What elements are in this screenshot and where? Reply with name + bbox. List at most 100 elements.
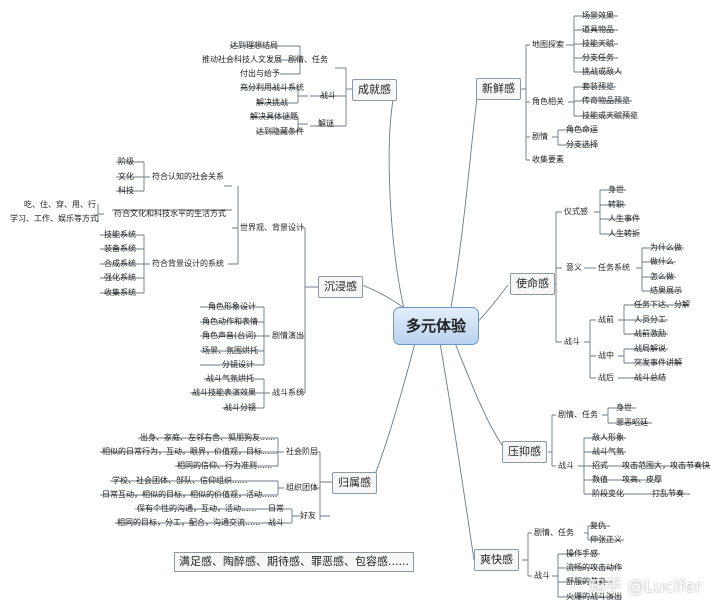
belonging-daily[interactable]: 日常 — [268, 504, 284, 513]
achievement-combat[interactable]: 战斗 — [320, 91, 336, 100]
belonging-daily-text[interactable]: 保有个性的沟通，互动，活动...... — [137, 504, 257, 513]
branch-achievement[interactable]: 成就感 — [352, 79, 397, 101]
branch-belonging[interactable]: 归属感 — [332, 472, 377, 494]
oppression-combat-item[interactable]: 敌人形象 — [592, 433, 624, 442]
mission-post-battle[interactable]: 战后 — [598, 373, 614, 382]
mission-ritual-item[interactable]: 人生事件 — [608, 214, 640, 223]
branch-immersion[interactable]: 沉浸感 — [318, 276, 363, 298]
immersion-social[interactable]: 符合认知的社会关系 — [152, 172, 224, 181]
oppression-moves-desc[interactable]: 攻击范围大，攻击节奏快 — [622, 461, 710, 470]
mission-quest-item[interactable]: 做什么 — [650, 257, 674, 266]
novelty-character-item[interactable]: 传奇物品预览 — [582, 96, 630, 105]
belonging-social-item[interactable]: 相似的日常行为，互动，眼界，价值观，目标...... — [102, 447, 278, 456]
immersion-worldview[interactable]: 世界观、背景设计 — [240, 223, 304, 232]
novelty-character[interactable]: 角色相关 — [532, 97, 564, 106]
achievement-plot-item[interactable]: 推动社会科技人文发展 — [202, 55, 282, 64]
exhilaration-plot-item[interactable]: 复仇 — [590, 521, 606, 530]
immersion-combat-item[interactable]: 战斗气氛烘托 — [206, 374, 254, 383]
exhilaration-combat[interactable]: 战斗 — [534, 571, 550, 580]
mission-meaning[interactable]: 意义 — [566, 263, 582, 272]
exhilaration-combat-item[interactable]: 流畅的攻击动作 — [566, 563, 622, 572]
novelty-story[interactable]: 剧情 — [532, 132, 548, 141]
belonging-combat-text[interactable]: 相同的目标，分工，配合，沟通交流...... — [117, 518, 261, 527]
immersion-lifestyle-item[interactable]: 吃、住、穿、用、行 — [24, 200, 96, 209]
novelty-collection[interactable]: 收集要素 — [532, 155, 564, 164]
achievement-puzzle[interactable]: 解谜 — [318, 119, 334, 128]
achievement-plot-task[interactable]: 剧情、任务 — [288, 55, 328, 64]
immersion-lifestyle[interactable]: 符合文化和科技水平的生活方式 — [114, 209, 226, 218]
novelty-map-item[interactable]: 场景效果 — [582, 11, 614, 20]
oppression-stats[interactable]: 数值 — [592, 475, 608, 484]
immersion-combat-item[interactable]: 战斗技能表演效果 — [192, 388, 256, 397]
central-topic[interactable]: 多元体验 — [393, 307, 479, 345]
branch-oppression[interactable]: 压抑感 — [502, 441, 547, 463]
mission-pre-battle-item[interactable]: 人员分工 — [634, 315, 666, 324]
immersion-systems[interactable]: 符合背景设计的系统 — [152, 259, 224, 268]
mission-mid-battle[interactable]: 战中 — [598, 351, 614, 360]
mission-ritual-item[interactable]: 人生转折 — [608, 229, 640, 238]
immersion-cinematics[interactable]: 剧情演出 — [272, 331, 304, 340]
immersion-system-item[interactable]: 强化系统 — [104, 273, 136, 282]
novelty-character-item[interactable]: 技能或天赋预览 — [582, 111, 638, 120]
mission-quest-item[interactable]: 为什么做 — [650, 243, 682, 252]
exhilaration-combat-item[interactable]: 舒服的节奏 — [566, 577, 606, 586]
belonging-combat[interactable]: 战斗 — [268, 518, 284, 527]
immersion-system-item[interactable]: 技能系统 — [104, 230, 136, 239]
novelty-map-item[interactable]: 分支任务 — [582, 53, 614, 62]
belonging-organization[interactable]: 组织团体 — [286, 483, 318, 492]
oppression-phases[interactable]: 阶段变化 — [592, 489, 624, 498]
belonging-social-item[interactable]: 相同的信仰、行为准则...... — [177, 461, 273, 470]
achievement-combat-item[interactable]: 解决挑战 — [256, 98, 288, 107]
mission-combat[interactable]: 战斗 — [564, 337, 580, 346]
mission-quest-item[interactable]: 结果展示 — [650, 286, 682, 295]
branch-mission[interactable]: 使命感 — [510, 273, 555, 295]
immersion-cinematics-item[interactable]: 分镜设计 — [222, 360, 254, 369]
novelty-map-item[interactable]: 技能天赋 — [582, 39, 614, 48]
mission-ritual-item[interactable]: 身世 — [608, 185, 624, 194]
branch-exhilaration[interactable]: 爽快感 — [474, 549, 519, 571]
immersion-cinematics-item[interactable]: 场景、氛围烘托 — [202, 346, 258, 355]
mission-mid-battle-item[interactable]: 战局解说 — [634, 344, 666, 353]
novelty-map-exploration[interactable]: 地图探索 — [532, 40, 564, 49]
novelty-character-item[interactable]: 套装预览 — [582, 82, 614, 91]
oppression-plot-task[interactable]: 剧情、任务 — [558, 410, 598, 419]
exhilaration-combat-item[interactable]: 操作手感 — [566, 549, 598, 558]
summary-feelings[interactable]: 满足感、陶醉感、期待感、罪恶感、包容感...... — [174, 552, 414, 572]
oppression-stats-desc[interactable]: 攻高、皮厚 — [622, 475, 662, 484]
belonging-organization-item[interactable]: 学校、社会团体、部队、信仰组织...... — [112, 476, 248, 485]
mission-pre-battle-item[interactable]: 战前激励 — [634, 329, 666, 338]
belonging-social-item[interactable]: 出身、家庭、左邻右舍、狐朋狗友...... — [140, 433, 276, 442]
mission-quest-system[interactable]: 任务系统 — [598, 263, 630, 272]
immersion-system-item[interactable]: 合成系统 — [104, 259, 136, 268]
achievement-plot-item[interactable]: 达到理想结局 — [230, 41, 278, 50]
oppression-combat-item[interactable]: 战斗气氛 — [592, 447, 624, 456]
belonging-friends[interactable]: 好友 — [300, 511, 316, 520]
immersion-lifestyle-item[interactable]: 学习、工作、娱乐等方式 — [10, 214, 98, 223]
mission-mid-battle-item[interactable]: 突发事件讲解 — [634, 358, 682, 367]
novelty-map-item[interactable]: 道具物品 — [582, 25, 614, 34]
mission-ritual[interactable]: 仪式感 — [564, 207, 588, 216]
exhilaration-plot-item[interactable]: 伸张正义 — [590, 535, 622, 544]
immersion-combat-item[interactable]: 战斗分镜 — [224, 403, 256, 412]
novelty-story-item[interactable]: 分支选择 — [566, 140, 598, 149]
immersion-combat-system[interactable]: 战斗系统 — [272, 388, 304, 397]
branch-novelty[interactable]: 新鲜感 — [476, 78, 521, 100]
achievement-puzzle-item[interactable]: 解决具体谜题 — [250, 112, 298, 121]
mission-pre-battle-item[interactable]: 任务下达、分解 — [634, 300, 690, 309]
exhilaration-combat-item[interactable]: 火爆的战斗演出 — [566, 592, 622, 601]
immersion-social-item[interactable]: 阶级 — [118, 157, 134, 166]
achievement-combat-item[interactable]: 充分利用战斗系统 — [240, 83, 304, 92]
oppression-phases-desc[interactable]: 打乱节奏 — [652, 489, 684, 498]
immersion-cinematics-item[interactable]: 角色形象设计 — [208, 302, 256, 311]
immersion-cinematics-item[interactable]: 角色声音(台词) — [202, 331, 257, 340]
oppression-combat[interactable]: 战斗 — [558, 461, 574, 470]
oppression-moves[interactable]: 招式 — [592, 461, 608, 470]
oppression-plot-item[interactable]: 罪恶昭廷 — [616, 418, 648, 427]
mission-post-battle-item[interactable]: 战斗总结 — [634, 373, 666, 382]
mission-ritual-item[interactable]: 转职 — [608, 200, 624, 209]
immersion-system-item[interactable]: 收集系统 — [104, 288, 136, 297]
belonging-social-class[interactable]: 社会阶层 — [286, 447, 318, 456]
exhilaration-plot-task[interactable]: 剧情、任务 — [534, 528, 574, 537]
mission-pre-battle[interactable]: 战前 — [598, 315, 614, 324]
belonging-organization-item[interactable]: 日常互动，相似的目标，相似的价值观，活动...... — [102, 490, 278, 499]
